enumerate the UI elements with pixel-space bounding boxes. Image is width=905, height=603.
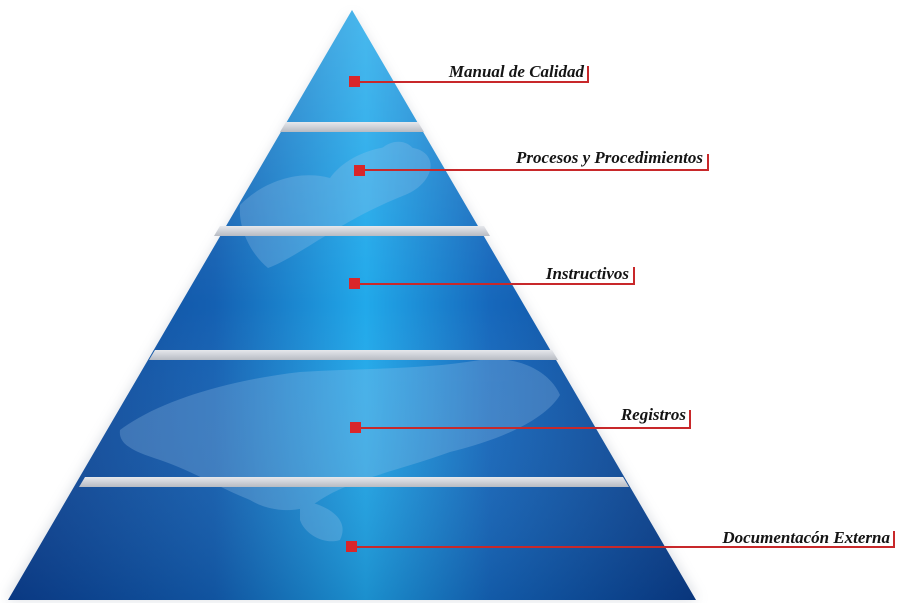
level-connector (357, 531, 895, 548)
level-label: Procesos y Procedimientos (515, 148, 703, 167)
level-connector (365, 154, 709, 171)
level-label: Manual de Calidad (448, 62, 585, 81)
separator-3 (149, 350, 558, 360)
level-marker (346, 541, 357, 552)
separator-2 (214, 226, 490, 236)
tier-separators (79, 122, 629, 487)
level-connector (360, 66, 589, 83)
level-label: Registros (620, 405, 687, 424)
pyramid-level-2: Procesos y Procedimientos (354, 148, 709, 176)
level-label: Documentacón Externa (721, 528, 890, 547)
pyramid-level-1: Manual de Calidad (349, 62, 589, 87)
level-connector (361, 410, 691, 429)
level-marker (349, 278, 360, 289)
pyramid-level-3: Instructivos (349, 264, 635, 289)
level-marker (350, 422, 361, 433)
pyramid-shading (8, 10, 696, 600)
pyramid-level-4: Registros (350, 405, 691, 433)
level-marker (349, 76, 360, 87)
map-decoration (119, 141, 561, 542)
level-marker (354, 165, 365, 176)
separator-4 (79, 477, 629, 487)
level-label: Instructivos (545, 264, 630, 283)
level-connector (360, 267, 635, 285)
separator-1 (280, 122, 424, 132)
pyramid-level-5: Documentacón Externa (346, 528, 895, 552)
